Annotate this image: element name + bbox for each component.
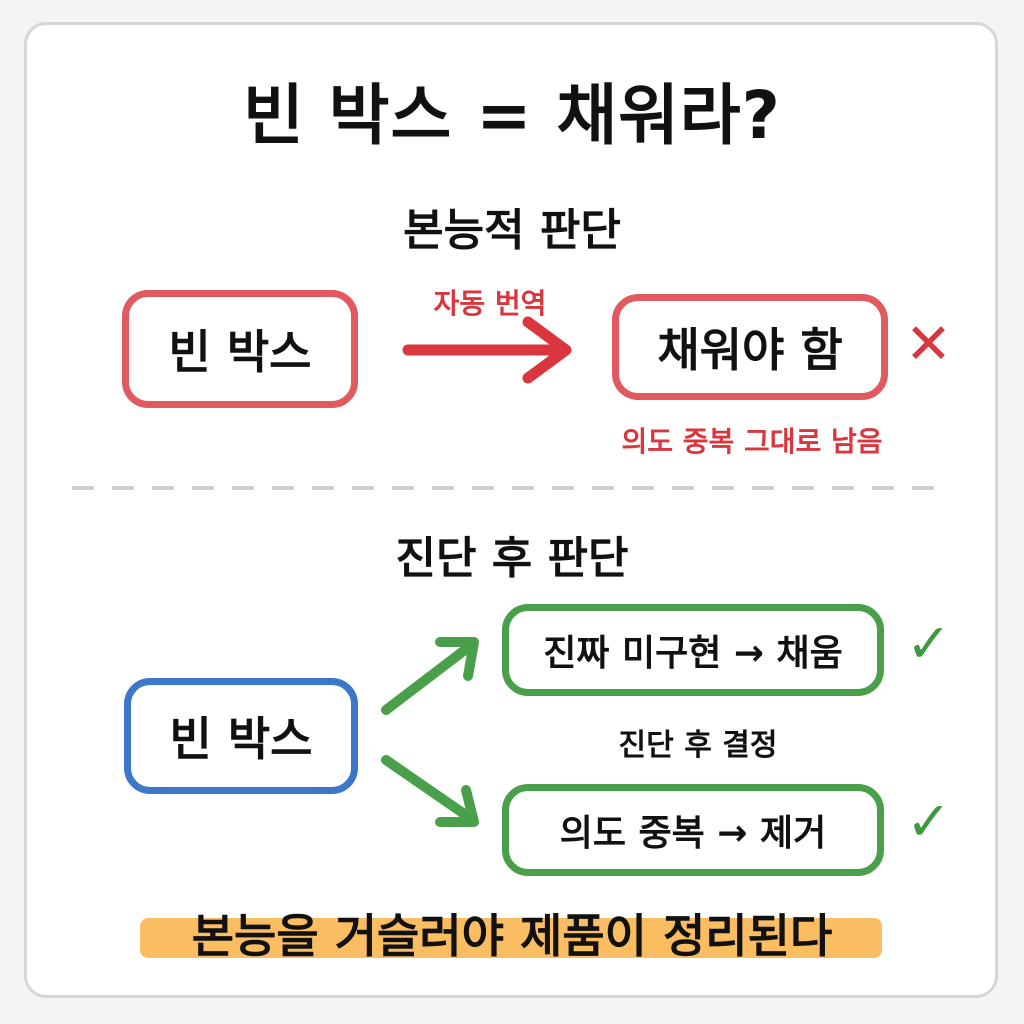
diagram-title: 빈 박스 = 채워라? xyxy=(243,77,781,154)
empty-box-diagnosis: 빈 박스 xyxy=(124,678,358,794)
remove-box-duplicate-label: 의도 중복 → 제거 xyxy=(559,813,827,854)
empty-box-instinct: 빈 박스 xyxy=(122,290,358,408)
conclusion-highlight xyxy=(140,918,882,958)
arrow-to-fill xyxy=(381,637,479,715)
arrow-auto-translate xyxy=(402,316,572,384)
arrow-to-remove xyxy=(381,755,479,827)
check-mark-bottom-icon: ✓ xyxy=(906,790,952,853)
remove-box-duplicate: 의도 중복 → 제거 xyxy=(502,784,884,876)
fill-box-unimplemented-label: 진짜 미구현 → 채움 xyxy=(543,633,843,674)
fill-box-unimplemented: 진짜 미구현 → 채움 xyxy=(502,604,884,696)
cross-mark-icon: ✕ xyxy=(905,312,952,377)
must-fill-box-label: 채워야 함 xyxy=(657,323,843,377)
empty-box-diagnosis-label: 빈 박스 xyxy=(169,712,313,766)
section-heading-instinct: 본능적 판단 xyxy=(403,205,621,256)
section-heading-diagnosis: 진단 후 판단 xyxy=(395,533,629,584)
check-mark-top-icon: ✓ xyxy=(906,612,952,675)
duplicate-intent-note: 의도 중복 그대로 남음 xyxy=(621,425,883,458)
must-fill-box: 채워야 함 xyxy=(612,294,888,400)
arrow-label-auto-translate: 자동 번역 xyxy=(433,287,547,320)
empty-box-instinct-label: 빈 박스 xyxy=(168,325,312,379)
decision-label: 진단 후 결정 xyxy=(618,728,778,763)
conclusion-text: 본능을 거슬러야 제품이 정리된다 xyxy=(191,909,833,963)
